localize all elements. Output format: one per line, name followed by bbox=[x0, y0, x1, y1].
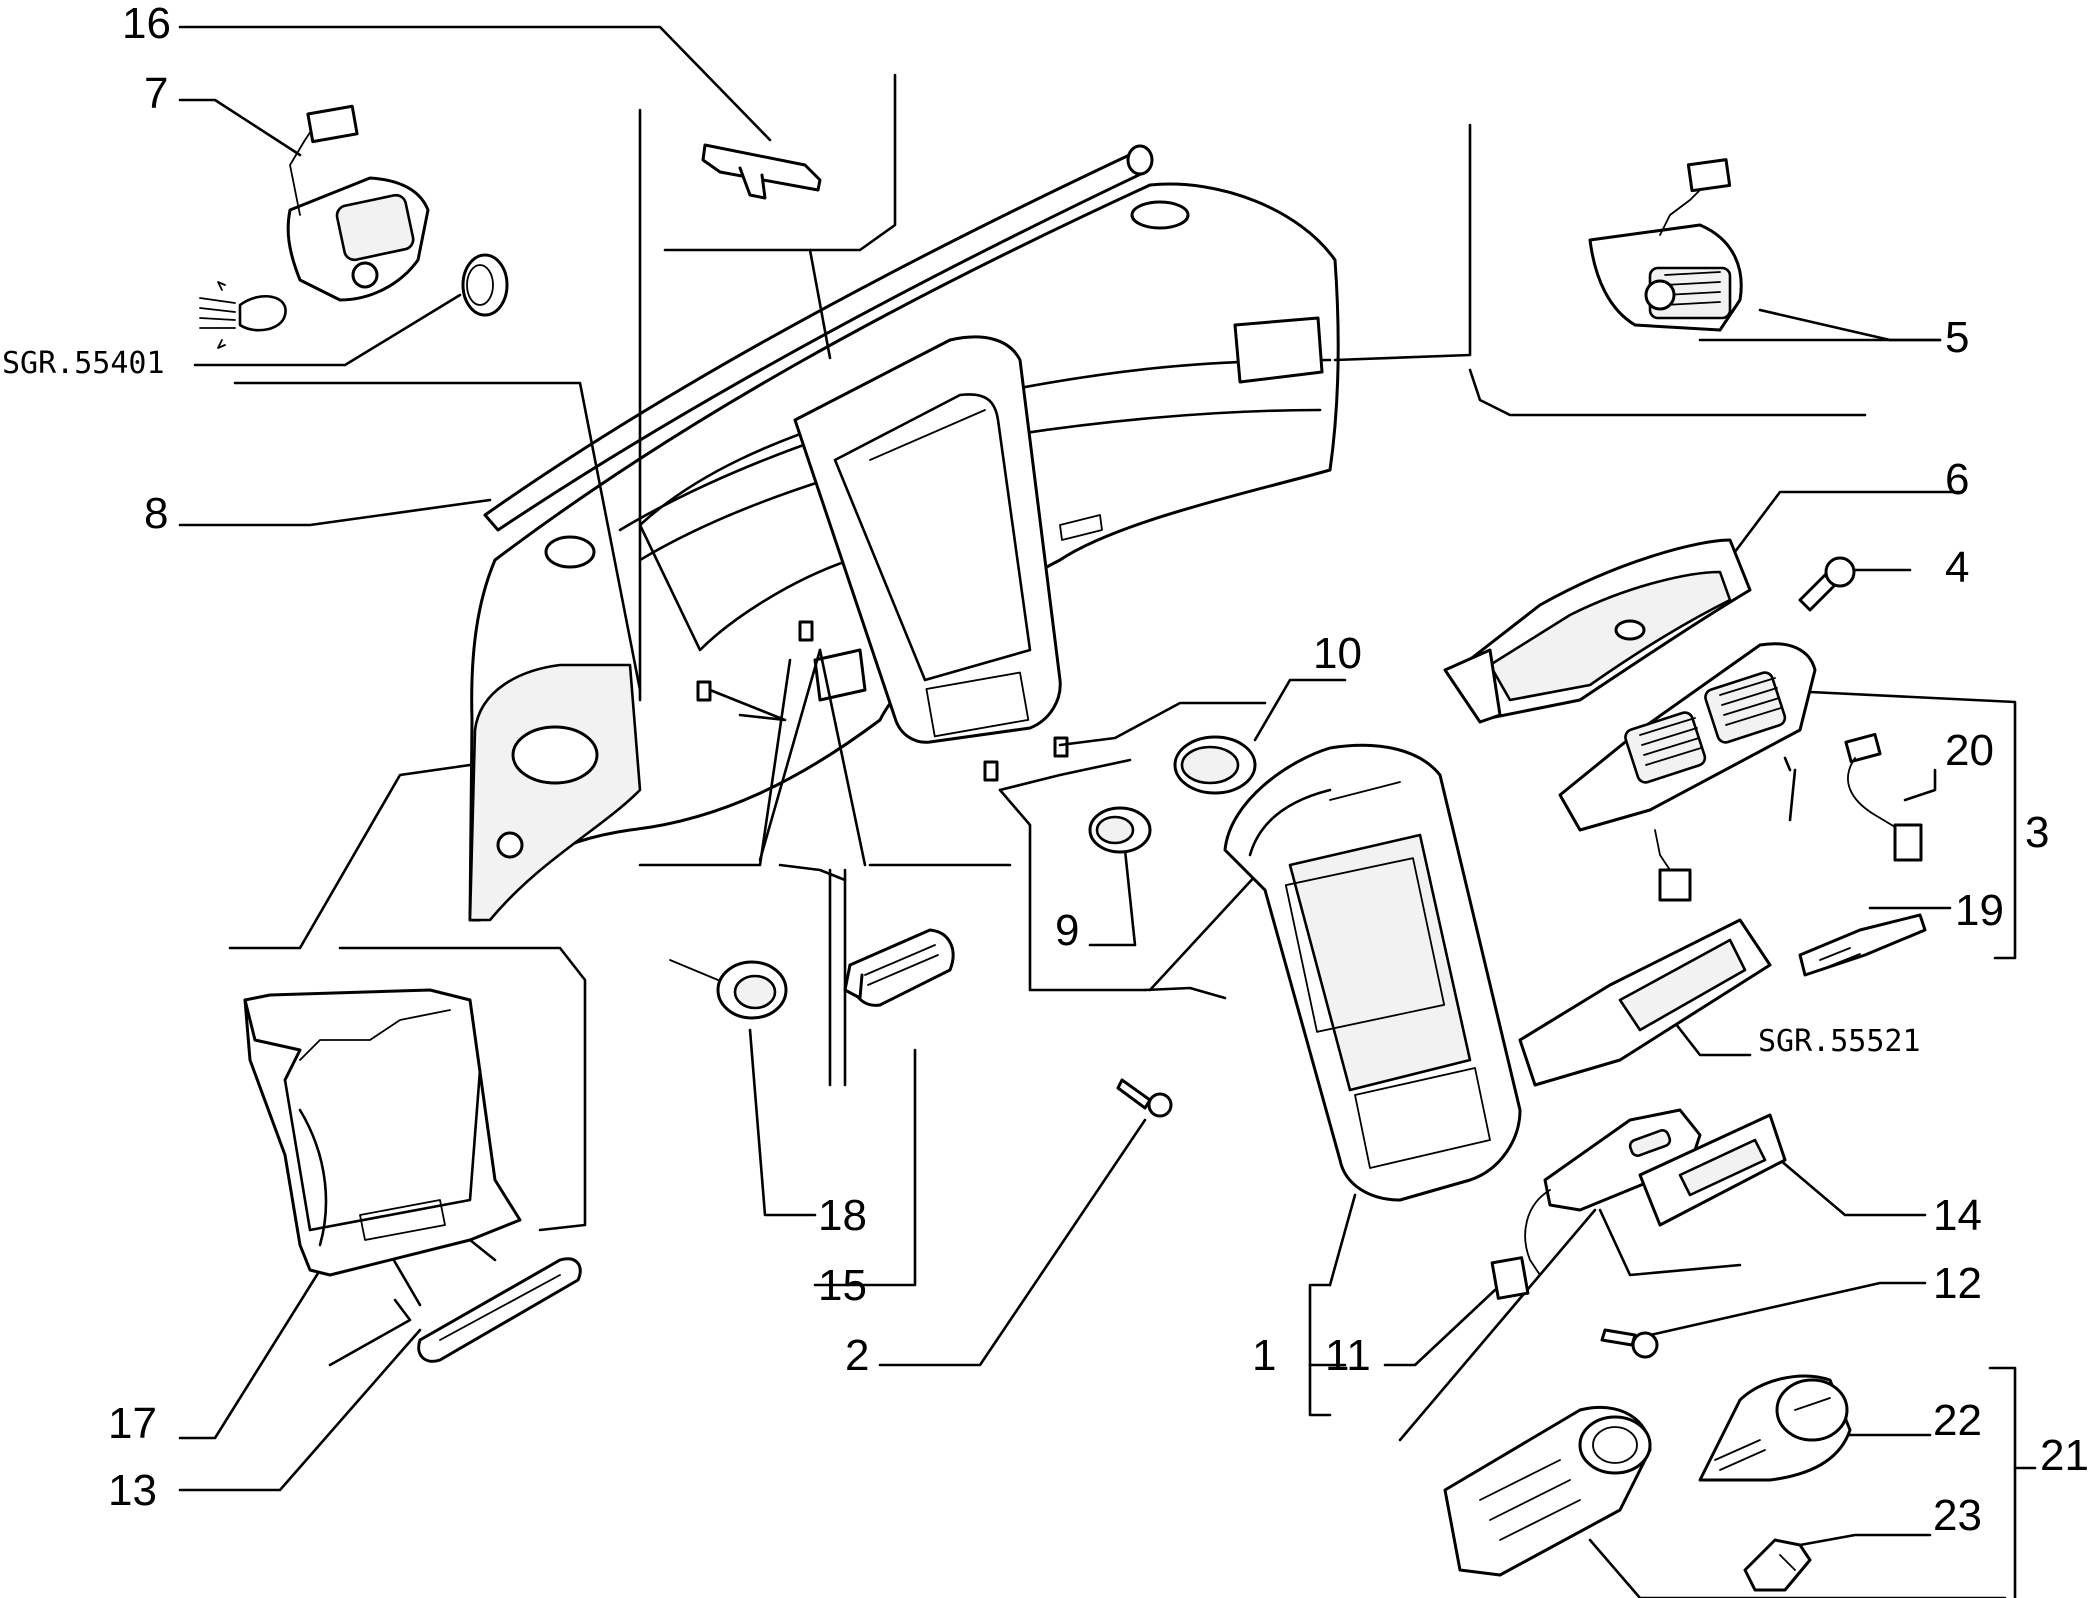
part-7-ring bbox=[461, 253, 509, 317]
leader-lines bbox=[178, 25, 2037, 1598]
callout-16: 16 bbox=[122, 0, 171, 48]
part-19-switch bbox=[1798, 913, 1927, 977]
callout-20: 20 bbox=[1945, 726, 1994, 775]
sgr-55521-panel bbox=[1518, 918, 1772, 1087]
part-17-glove-box bbox=[243, 988, 522, 1277]
callout-12: 12 bbox=[1933, 1259, 1982, 1308]
part-20-connector bbox=[1844, 732, 1923, 862]
ref-sgr-55401: SGR.55401 bbox=[2, 346, 165, 381]
callout-21: 21 bbox=[2040, 1431, 2089, 1480]
ref-sgr-55521: SGR.55521 bbox=[1758, 1024, 1921, 1059]
callout-18: 18 bbox=[818, 1191, 867, 1240]
headlamp-leveling-symbol bbox=[199, 281, 287, 349]
callout-23: 23 bbox=[1933, 1491, 1982, 1540]
callout-14: 14 bbox=[1933, 1191, 1982, 1240]
callout-3: 3 bbox=[2025, 808, 2049, 857]
callout-11: 11 bbox=[1325, 1331, 1371, 1380]
callout-labels: 16 7 SGR.55401 8 5 6 4 10 20 3 9 19 SGR.… bbox=[2, 0, 2089, 1540]
callout-4: 4 bbox=[1945, 543, 1969, 592]
part-2-screw bbox=[1116, 1078, 1173, 1118]
part-10-cap bbox=[1173, 735, 1257, 795]
part-6-upper-vent bbox=[1443, 538, 1752, 724]
part-14-switch bbox=[1638, 1113, 1787, 1227]
callout-10: 10 bbox=[1313, 629, 1362, 678]
part-22-lighter bbox=[1698, 1374, 1852, 1482]
callout-13: 13 bbox=[108, 1466, 157, 1515]
callout-15: 15 bbox=[818, 1261, 867, 1310]
callout-7: 7 bbox=[144, 69, 168, 118]
callout-22: 22 bbox=[1933, 1396, 1982, 1445]
part-13-trim bbox=[417, 1257, 582, 1363]
part-15-cover bbox=[843, 928, 955, 1007]
part-12-screw bbox=[1600, 1328, 1659, 1359]
part-9-knob bbox=[1088, 806, 1152, 854]
part-4-screw bbox=[1798, 556, 1856, 612]
callout-6: 6 bbox=[1945, 455, 1969, 504]
part-3-center-vents bbox=[1558, 642, 1817, 902]
callout-17: 17 bbox=[108, 1399, 157, 1448]
part-7-switch bbox=[286, 104, 430, 302]
callout-19: 19 bbox=[1955, 886, 2004, 935]
part-1-center-panel bbox=[1223, 743, 1522, 1202]
callout-2: 2 bbox=[845, 1331, 869, 1380]
dashboard-panel bbox=[468, 144, 1340, 922]
part-23-bulb bbox=[1743, 1538, 1812, 1592]
callout-5: 5 bbox=[1945, 313, 1969, 362]
part-18-knob bbox=[669, 959, 788, 1020]
part-5-side-vent bbox=[1588, 158, 1743, 332]
callout-8: 8 bbox=[144, 489, 168, 538]
part-21-socket bbox=[1443, 1405, 1652, 1577]
callout-9: 9 bbox=[1055, 906, 1079, 955]
part-16-cover bbox=[701, 143, 822, 200]
callout-1: 1 bbox=[1252, 1331, 1276, 1380]
